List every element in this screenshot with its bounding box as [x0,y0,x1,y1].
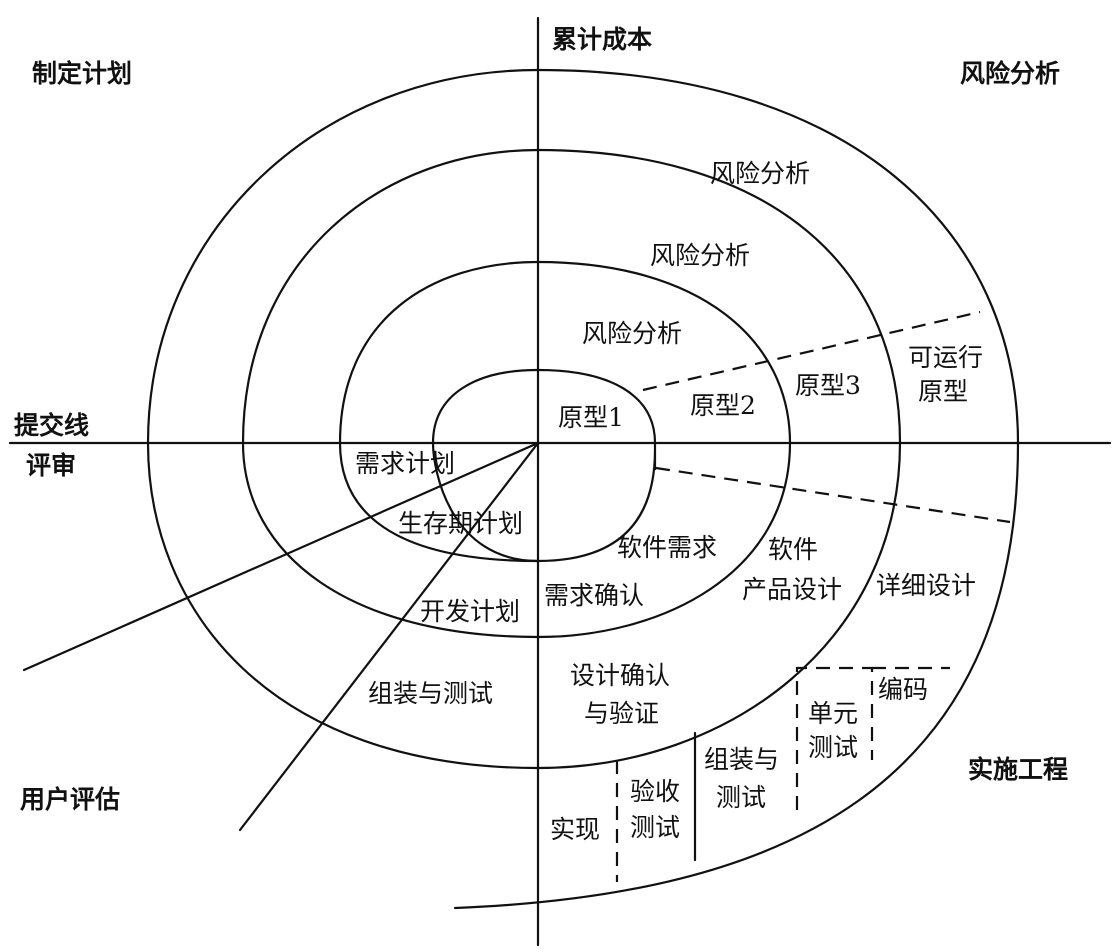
software-requirements: 软件需求 [617,533,717,562]
unit-test-1: 单元 [808,699,858,728]
implementation: 实现 [550,815,600,844]
design-validation-1: 设计确认 [570,661,670,690]
dashed-upper [642,310,981,392]
quadrant-planning: 制定计划 [32,59,132,88]
quadrant-engineering: 实施工程 [968,755,1068,784]
assembly-test-2: 测试 [716,783,766,812]
risk-analysis-2: 风险分析 [650,241,750,270]
prototype-2: 原型2 [690,391,756,420]
quadrant-risk: 风险分析 [960,59,1060,88]
prototype-3: 原型3 [795,371,861,400]
commit-line-label: 提交线 [14,411,89,440]
integration-test-plan: 组装与测试 [368,679,493,708]
radial-line-left [22,441,540,672]
unit-test-box [795,666,874,810]
cumulative-cost-label: 累计成本 [552,25,652,54]
development-plan: 开发计划 [420,597,520,626]
requirements-plan: 需求计划 [355,449,455,478]
risk-analysis-3: 风险分析 [710,159,810,188]
operational-prototype-2: 原型 [918,377,968,406]
design-validation-2: 与验证 [584,699,659,728]
operational-prototype-1: 可运行 [908,343,983,372]
spiral-ring-2 [146,68,1020,910]
assembly-test-1: 组装与 [704,745,779,774]
requirements-validation: 需求确认 [544,581,644,610]
quadrant-evaluation: 用户评估 [20,785,120,814]
acceptance-test-2: 测试 [630,813,680,842]
acceptance-test-1: 验收 [630,777,680,806]
coding: 编码 [878,675,928,704]
dashed-lower [655,466,1011,524]
detailed-design: 详细设计 [876,571,976,600]
unit-test-2: 测试 [808,733,858,762]
prototype-1: 原型1 [558,403,624,432]
lifecycle-plan: 生存期计划 [398,509,523,538]
review-label: 评审 [26,451,76,480]
product-design-2: 产品设计 [742,575,842,604]
radial-line-bottom-left [238,441,540,832]
product-design-1: 软件 [768,535,818,564]
spiral-path [431,368,657,563]
risk-analysis-1: 风险分析 [582,319,682,348]
